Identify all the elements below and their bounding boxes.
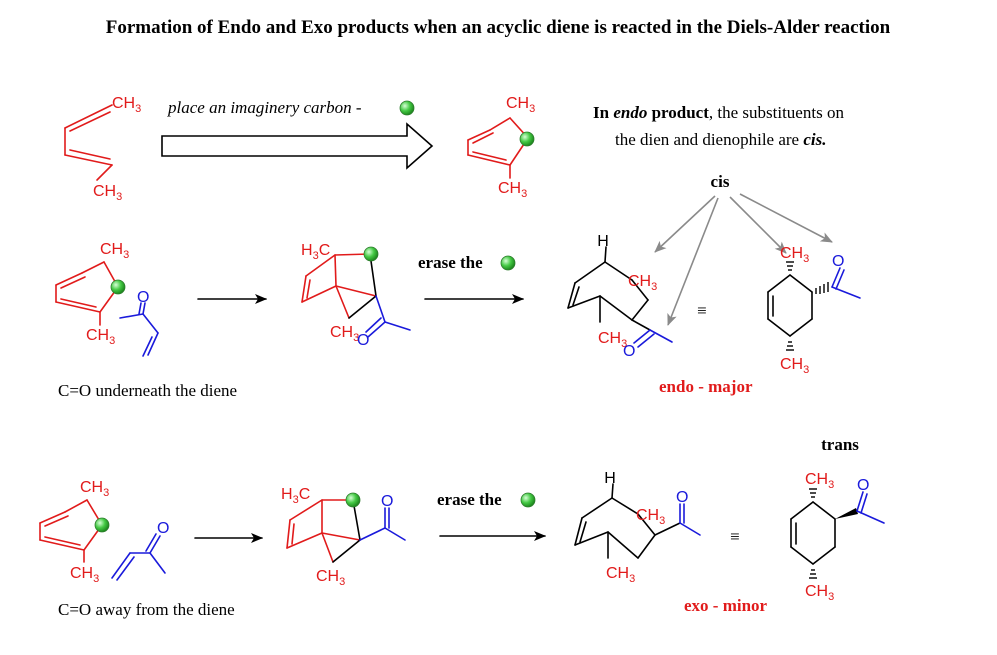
svg-text:CH3: CH3 (805, 471, 834, 491)
svg-text:H3C: H3C (281, 486, 310, 506)
svg-text:CH3: CH3 (112, 95, 141, 115)
svg-text:H: H (604, 470, 616, 487)
exo-product-perspective: H CH3 CH3 O (574, 470, 701, 585)
svg-text:O: O (857, 477, 869, 494)
svg-text:CH3: CH3 (636, 507, 665, 527)
endo-reactants: CH3 CH3 O (55, 241, 159, 357)
svg-text:H: H (597, 233, 609, 250)
svg-text:CH3: CH3 (70, 565, 99, 585)
svg-text:CH3: CH3 (330, 324, 359, 344)
svg-text:CH3: CH3 (506, 95, 535, 115)
endo-product-perspective: H CH3 CH3 O (567, 233, 673, 360)
svg-text:O: O (676, 489, 688, 506)
green-ball-icon (500, 255, 516, 271)
exo-product-flat: CH3 CH3 O (790, 471, 885, 603)
green-ball-icon (399, 100, 415, 116)
trans-label: trans (821, 435, 859, 454)
cis-label: cis (711, 172, 730, 191)
svg-text:CH3: CH3 (805, 583, 834, 603)
erase-the-label-1: erase the (418, 253, 483, 272)
endo-note-line1: In endo product, the substituents on (593, 103, 844, 122)
svg-text:CH3: CH3 (780, 356, 809, 376)
exo-bicyclic-adduct: H3C CH3 O (281, 486, 406, 588)
erase-the-label-2: erase the (437, 490, 502, 509)
svg-text:O: O (137, 289, 149, 306)
exo-caption: C=O away from the diene (58, 600, 235, 619)
svg-text:CH3: CH3 (316, 568, 345, 588)
svg-text:O: O (381, 493, 393, 510)
svg-text:CH3: CH3 (606, 565, 635, 585)
imaginary-carbon-label: place an imaginery carbon - (167, 98, 362, 117)
endo-caption: C=O underneath the diene (58, 381, 237, 400)
svg-text:CH3: CH3 (93, 183, 122, 203)
svg-text:H3C: H3C (301, 242, 330, 262)
hollow-arrow (161, 122, 434, 170)
svg-text:CH3: CH3 (498, 180, 527, 200)
endo-major-label: endo - major (659, 377, 753, 396)
endo-bicyclic-adduct: H3C CH3 O (301, 242, 411, 349)
svg-text:CH3: CH3 (598, 330, 627, 350)
equivalence-symbol: ≡ (697, 301, 707, 320)
svg-text:O: O (357, 332, 369, 349)
exo-reactants: CH3 CH3 O (39, 479, 169, 585)
equivalence-symbol: ≡ (730, 527, 740, 546)
svg-text:O: O (832, 253, 844, 270)
svg-text:CH3: CH3 (628, 273, 657, 293)
acyclic-diene: CH3 CH3 (64, 95, 141, 203)
cyclized-diene: CH3 CH3 (467, 95, 535, 200)
svg-text:O: O (157, 520, 169, 537)
endo-note-line2: the dien and dienophile are cis. (615, 130, 827, 149)
svg-text:CH3: CH3 (100, 241, 129, 261)
exo-minor-label: exo - minor (684, 596, 768, 615)
page-title: Formation of Endo and Exo products when … (106, 17, 891, 38)
svg-text:CH3: CH3 (780, 245, 809, 265)
svg-text:CH3: CH3 (86, 327, 115, 347)
cis-pointer-arrows (654, 193, 833, 326)
svg-text:CH3: CH3 (80, 479, 109, 499)
endo-product-flat: CH3 CH3 O (767, 245, 861, 376)
svg-text:O: O (623, 343, 635, 360)
green-ball-icon (520, 492, 536, 508)
